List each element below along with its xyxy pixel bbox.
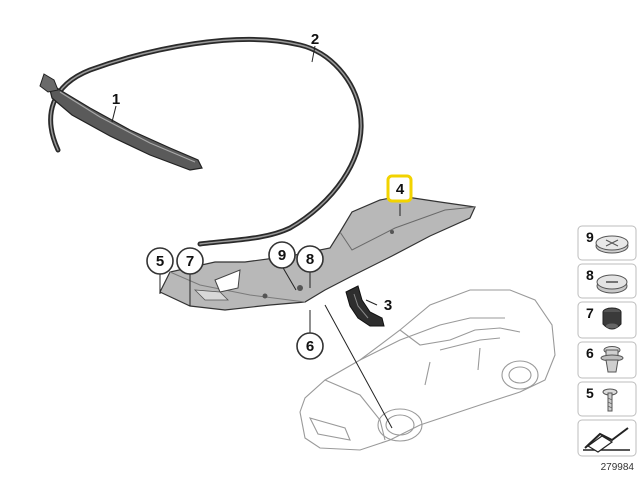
- fastener-item-5[interactable]: 5: [577, 381, 637, 417]
- fastener-panel: 9 8 7: [577, 225, 637, 457]
- highlight-box: [386, 174, 413, 203]
- callout-4-highlight[interactable]: 4: [386, 174, 413, 203]
- callout-5-marker[interactable]: 5: [146, 247, 174, 275]
- slotted-plug-icon: [596, 274, 628, 294]
- callout-9-marker[interactable]: 9: [268, 241, 296, 269]
- callout-2-label: 2: [311, 31, 319, 48]
- fastener-item-8[interactable]: 8: [577, 263, 637, 299]
- callout-1-label: 1: [112, 91, 120, 108]
- callout-3-label: 3: [384, 297, 392, 314]
- leader-lines: [111, 45, 401, 429]
- callout-8-marker[interactable]: 8: [296, 245, 324, 273]
- callout-6-marker[interactable]: 6: [296, 332, 324, 360]
- callout-5-label: 5: [156, 253, 164, 270]
- callout-7-marker[interactable]: 7: [176, 247, 204, 275]
- callout-9-label: 9: [278, 247, 286, 264]
- callout-7-label: 7: [186, 253, 194, 270]
- callout-4-label: 4: [396, 181, 405, 198]
- fastener-item-9[interactable]: 9: [577, 225, 637, 261]
- fastener-5-number: 5: [586, 385, 594, 401]
- vehicle-outline: [299, 289, 556, 451]
- arrow-direction-icon: [583, 427, 630, 453]
- callout-8-label: 8: [306, 251, 314, 268]
- fastener-item-6[interactable]: 6: [577, 341, 637, 379]
- fastener-8-number: 8: [586, 267, 594, 283]
- expanding-clip-icon: [600, 346, 624, 373]
- windshield-strip-part[interactable]: [39, 73, 203, 171]
- bracket-part[interactable]: [345, 285, 385, 327]
- callout-6-label: 6: [306, 338, 314, 355]
- screw-icon: [602, 388, 618, 412]
- rubber-grommet-icon: [602, 307, 622, 330]
- plug-cap-icon: [595, 235, 629, 254]
- door-seal-part[interactable]: [48, 36, 364, 247]
- diagram-id: 279984: [601, 462, 635, 473]
- fastener-item-7[interactable]: 7: [577, 301, 637, 339]
- arrow-direction-tile: [577, 419, 637, 457]
- fastener-6-number: 6: [586, 345, 594, 361]
- fastener-7-number: 7: [586, 305, 594, 321]
- fastener-9-number: 9: [586, 229, 594, 245]
